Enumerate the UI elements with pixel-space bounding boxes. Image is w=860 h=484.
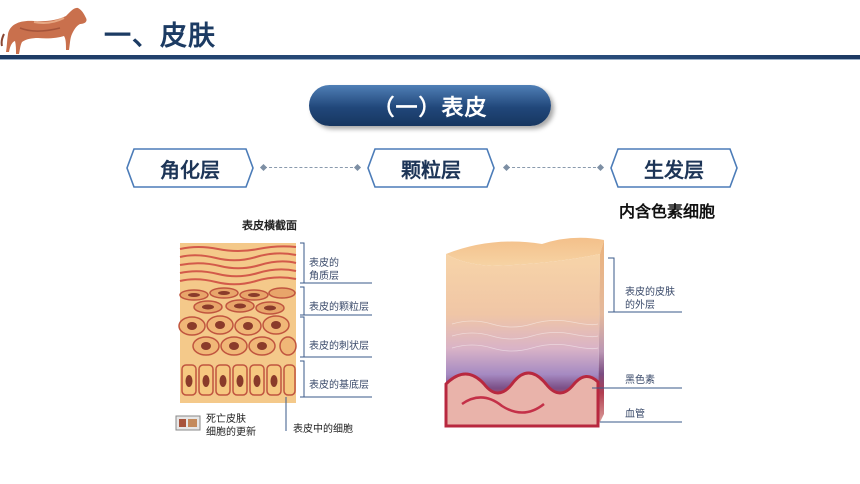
layer-tag-corneum: 角化层	[126, 148, 254, 188]
layer-tag-label: 角化层	[160, 157, 220, 182]
connector-dot	[502, 163, 511, 172]
header-divider	[0, 55, 860, 59]
epidermis-cross-section-figure: 表皮横截面 表皮的 角质层 表皮的颗粒层 表皮的刺状层 表皮的基底层 死亡皮肤 …	[168, 213, 378, 441]
cross-section-title: 表皮横截面	[242, 219, 297, 232]
label-outer-layer: 表皮的皮肤 的外层	[625, 287, 675, 311]
tag-shape	[610, 148, 738, 188]
horse-anatomy-icon	[0, 7, 87, 54]
label-melanin: 黑色素	[625, 375, 655, 386]
connector-dot	[596, 163, 605, 172]
label-cells: 表皮中的细胞	[293, 424, 353, 435]
layer-tag-label: 生发层	[644, 157, 704, 182]
label-dead-cells: 死亡皮肤 细胞的更新	[206, 414, 256, 438]
header-divider-thin	[0, 59, 860, 60]
label-corneum: 表皮的 角质层	[309, 258, 339, 282]
label-basal: 表皮的基底层	[309, 380, 369, 391]
label-granular: 表皮的颗粒层	[309, 302, 369, 313]
layer-tag-granular: 颗粒层	[367, 148, 495, 188]
layer-tag-label: 颗粒层	[401, 157, 461, 182]
header: 一、皮肤	[0, 0, 860, 62]
connector-dot	[259, 163, 268, 172]
label-vessel: 血管	[625, 409, 645, 420]
skin-block-figure: 表皮的皮肤 的外层 黑色素 血管	[432, 214, 690, 442]
section-title: （一）表皮	[372, 95, 488, 121]
label-spinous: 表皮的刺状层	[309, 341, 369, 352]
epidermis-illustration	[175, 242, 372, 431]
skin-block-illustration	[444, 237, 682, 428]
tag-shape	[367, 148, 495, 188]
pigment-cell-note: 内含色素细胞	[619, 202, 716, 221]
connector-dot	[353, 163, 362, 172]
tag-shape	[126, 148, 254, 188]
section-title-pill: （一）表皮	[309, 85, 551, 126]
page-title: 一、皮肤	[104, 21, 216, 52]
layer-tag-basale: 生发层	[610, 148, 738, 188]
tag-connector	[507, 167, 601, 169]
tag-connector	[264, 167, 358, 169]
